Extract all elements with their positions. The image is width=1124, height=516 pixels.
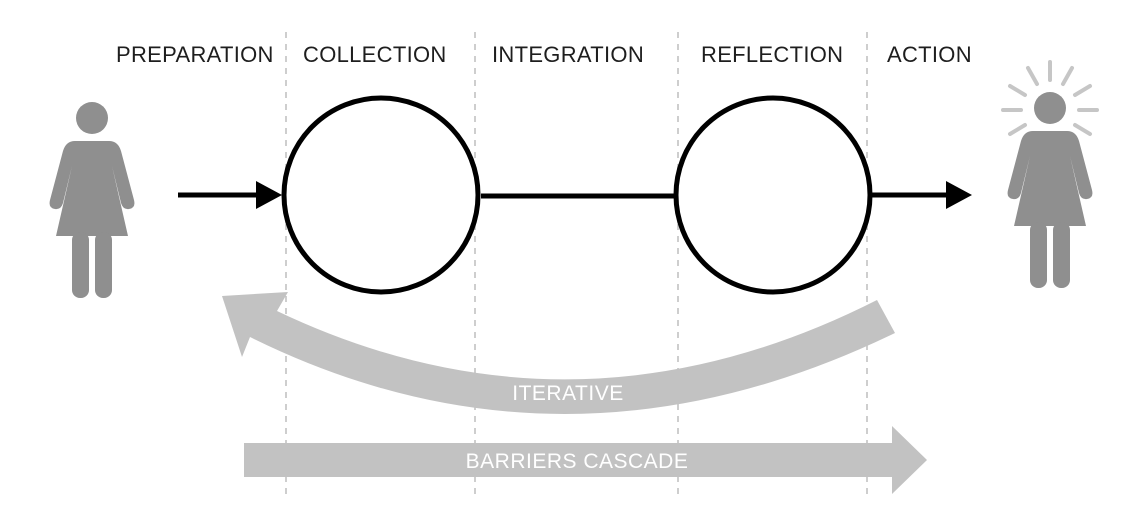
barriers-cascade-arrow: [244, 426, 927, 494]
person-female-enlightened-icon: [1001, 60, 1099, 288]
iterative-arrow: [222, 292, 895, 415]
barriers-cascade-label: BARRIERS CASCADE: [466, 450, 689, 473]
reflection-circle: [673, 95, 873, 295]
person-female-icon: [49, 102, 135, 298]
stage-dividers: [285, 32, 868, 500]
collection-circle: [281, 95, 481, 295]
entry-arrow-head: [256, 181, 282, 209]
stage-label-action: ACTION: [887, 42, 972, 67]
iterative-label: ITERATIVE: [512, 382, 623, 405]
stage-label-collection: COLLECTION: [303, 42, 447, 67]
stage-label-integration: INTEGRATION: [492, 42, 645, 67]
rays-icon: [1001, 60, 1099, 136]
exit-arrow-head: [946, 181, 972, 209]
stage-label-preparation: PREPARATION: [116, 42, 274, 67]
stage-label-reflection: REFLECTION: [701, 42, 844, 67]
